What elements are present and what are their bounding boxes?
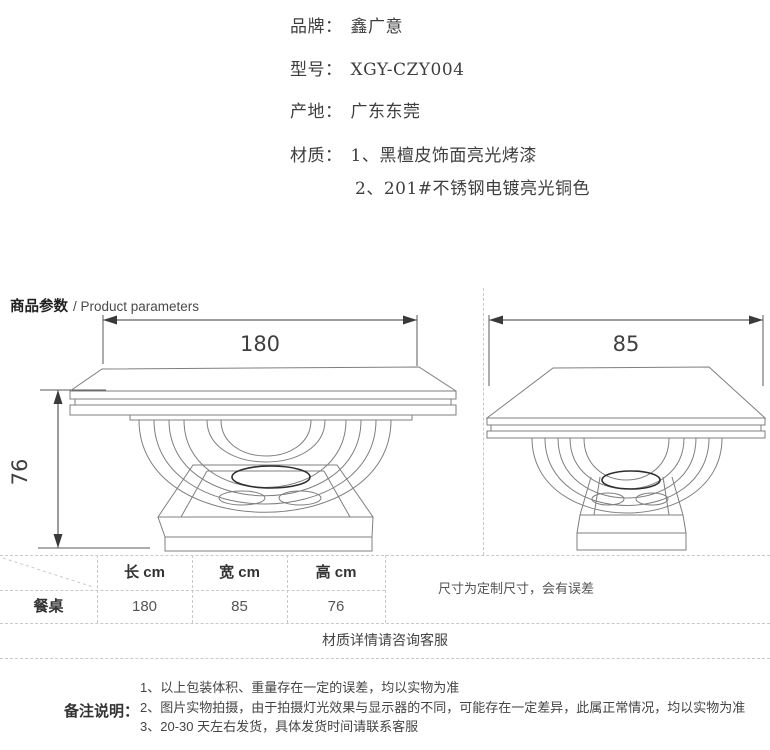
spec-row-brand: 品牌： 鑫广意 — [290, 12, 403, 37]
spec-label: 材质： — [290, 146, 343, 166]
spec-value: 鑫广意 — [350, 17, 403, 37]
spec-value: 2、201#不锈钢电镀亮光铜色 — [355, 179, 591, 199]
side-view-drawing: 85 — [485, 315, 767, 551]
row-label-dining-table: 餐桌 — [33, 598, 64, 615]
spec-value: 广东东莞 — [350, 102, 421, 122]
front-width-dim-label: 180 — [240, 332, 280, 356]
table-col-divider — [97, 555, 98, 623]
section-title-en: / Product parameters — [73, 299, 200, 314]
spec-label: 型号： — [290, 60, 343, 80]
side-depth-dim-label: 85 — [613, 332, 640, 356]
section-title-zh: 商品参数 — [10, 299, 68, 315]
front-height-dim-label: 76 — [8, 459, 32, 486]
value-width: 85 — [231, 598, 248, 615]
spec-row-model: 型号： XGY-CZY004 — [290, 55, 464, 80]
remarks-label: 备注说明： — [64, 703, 140, 720]
remark-line-3: 3、20-30 天左右发货，具体发货时间请联系客服 — [140, 719, 419, 734]
table-col-divider — [192, 555, 193, 623]
col-header-height: 高 cm — [315, 564, 357, 581]
front-view-drawing: 180 76 — [8, 315, 457, 552]
drawing-separator-line — [483, 288, 484, 555]
spec-label: 品牌： — [290, 17, 343, 37]
size-note: 尺寸为定制尺寸，会有误差 — [438, 581, 595, 596]
table-col-divider — [385, 555, 386, 623]
remarks-list: 1、以上包装体积、重量存在一定的误差，均以实物为准 2、图片实物拍摄，由于拍摄灯… — [140, 678, 745, 737]
spec-value: XGY-CZY004 — [350, 60, 465, 80]
spec-label: 产地： — [290, 102, 343, 122]
remark-line-2: 2、图片实物拍摄，由于拍摄灯光效果与显示器的不同，可能存在一定差异，此属正常情况… — [140, 699, 746, 715]
spec-row-origin: 产地： 广东东莞 — [290, 97, 421, 122]
spec-row-material-1: 材质： 1、黑檀皮饰面亮光烤漆 — [290, 141, 537, 166]
table-col-divider — [287, 555, 288, 623]
corner-diagonal-line — [2, 557, 94, 588]
material-note: 材质详情请咨询客服 — [322, 632, 448, 648]
dimension-drawings: 180 76 — [8, 315, 767, 552]
remark-line-1: 1、以上包装体积、重量存在一定的误差，均以实物为准 — [140, 680, 460, 695]
spec-value: 1、黑檀皮饰面亮光烤漆 — [350, 146, 537, 166]
table-border-bottom — [0, 658, 770, 659]
spec-row-material-2: 2、201#不锈钢电镀亮光铜色 — [355, 174, 590, 199]
table-border-mid — [0, 623, 770, 624]
section-header: 商品参数 / Product parameters — [10, 295, 199, 316]
col-header-length: 长 cm — [124, 564, 165, 581]
col-header-width: 宽 cm — [219, 564, 260, 581]
value-length: 180 — [131, 598, 158, 615]
value-height: 76 — [327, 598, 345, 615]
